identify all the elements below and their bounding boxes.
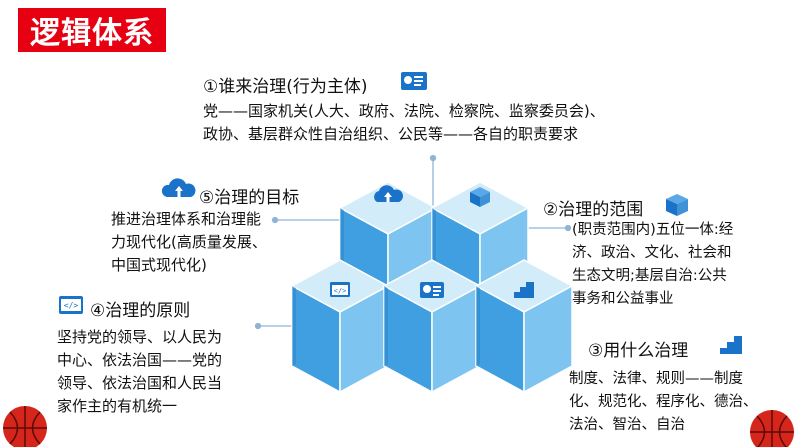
cloud-upload-icon (374, 185, 403, 202)
section-who-body: 党——国家机关(人大、政府、法院、检察院、监察委员会)、 政协、基层群众性自治组… (203, 100, 605, 146)
section-means-line: 制度、法律、规则——制度 (569, 371, 743, 387)
id-card-icon (420, 282, 444, 298)
code-window-heading-icon: </> (59, 296, 83, 314)
section-principle-heading: ④治理的原则 (90, 301, 191, 321)
section-goal-line: 中国式现代化) (111, 256, 207, 274)
box-icon (470, 187, 490, 207)
section-scope-line: 事务和公益事业 (572, 291, 674, 307)
section-who-line: 党——国家机关(人大、政府、法院、检察院、监察委员会)、 (203, 102, 605, 120)
code-window-icon: </> (330, 282, 350, 297)
section-goal-heading: ⑤治理的目标 (199, 188, 300, 208)
svg-text:</>: </> (334, 287, 347, 295)
section-scope-line: 济、政治、文化、社会和 (572, 245, 732, 261)
section-principle-line: 坚持党的领导、以人民为 (57, 328, 223, 346)
section-principle-line: 中心、依法治国——党的 (57, 351, 223, 369)
stairs-icon (514, 282, 534, 298)
section-means-heading: ③用什么治理 (588, 341, 689, 361)
section-scope-body: (职责范围内)五位一体:经 济、政治、文化、社会和 生态文明;基层自治:公共 事… (572, 219, 733, 311)
section-scope-line: (职责范围内)五位一体:经 (572, 222, 734, 238)
section-means-line: 法治、智治、自治 (569, 417, 685, 433)
section-means-line: 化、规范化、程序化、德治、 (569, 394, 758, 410)
basketball-right-icon (750, 410, 794, 447)
cube-bottom-middle (383, 259, 481, 393)
stairs-heading-icon (720, 336, 742, 354)
section-goal-line: 力现代化(高质量发展、 (111, 233, 267, 251)
section-goal-body: 推进治理体系和治理能 力现代化(高质量发展、 中国式现代化) (111, 208, 267, 277)
section-title-box: 逻辑体系 (18, 8, 166, 52)
cloud-upload-heading-icon (161, 178, 196, 197)
page-title: 逻辑体系 (30, 16, 154, 51)
section-who-line: 政协、基层群众性自治组织、公民等——各自的职责要求 (203, 125, 579, 143)
cube-bottom-left (291, 259, 389, 393)
section-scope-line: 生态文明;基层自治:公共 (572, 268, 727, 284)
section-who-heading: ①谁来治理(行为主体) (203, 77, 368, 97)
section-means-body: 制度、法律、规则——制度 化、规范化、程序化、德治、 法治、智治、自治 (569, 368, 758, 437)
section-principle-body: 坚持党的领导、以人民为 中心、依法治国——党的 领导、依法治国和人民当 家作主的… (57, 326, 222, 418)
box-heading-icon (666, 194, 688, 216)
section-principle-line: 家作主的有机统一 (57, 397, 178, 415)
section-principle-line: 领导、依法治国和人民当 (57, 374, 223, 392)
basketball-left-icon (3, 406, 47, 447)
section-goal-line: 推进治理体系和治理能 (111, 210, 262, 228)
cube-bottom-right (475, 259, 573, 393)
id-card-heading-icon (401, 72, 427, 90)
svg-text:</>: </> (64, 301, 79, 310)
section-scope-heading: ②治理的范围 (543, 200, 644, 220)
